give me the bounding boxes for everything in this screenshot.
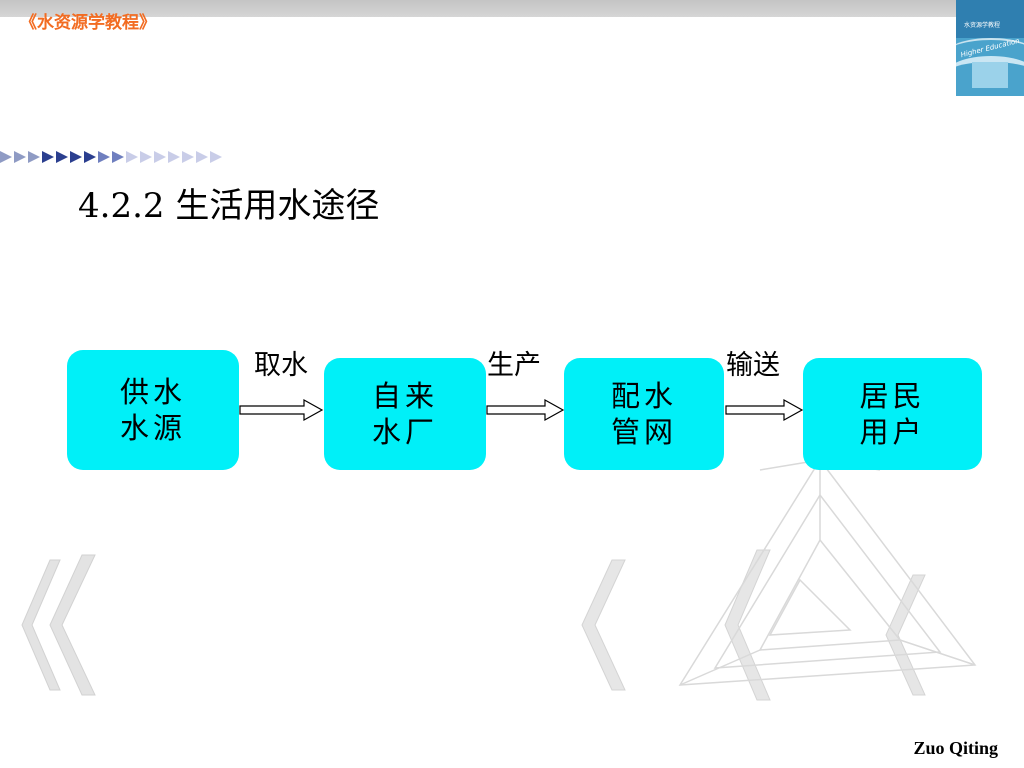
- chevron-icon: [70, 151, 82, 163]
- hollow-right-arrow-icon: [486, 398, 565, 422]
- chevron-icon: [126, 151, 138, 163]
- background-decoration: [21, 458, 977, 701]
- node-text-line1: 配水: [610, 379, 677, 413]
- chevron-icon: [140, 151, 152, 163]
- hollow-right-arrow-icon: [725, 398, 804, 422]
- author-footer: Zuo Qiting: [913, 738, 998, 758]
- book-cover-thumbnail: 水资源学教程 Higher Education: [956, 0, 1024, 96]
- node-text-line1: 自来: [371, 379, 438, 413]
- cover-title: 水资源学教程: [964, 22, 1001, 29]
- chevron-icon: [168, 151, 180, 163]
- chevron-icon: [98, 151, 110, 163]
- node-text-line1: 供水: [119, 375, 186, 409]
- hollow-right-arrow-icon: [239, 398, 324, 422]
- node-text-line2: 水厂: [371, 415, 438, 449]
- arrow-chevrons-icon: [0, 151, 222, 163]
- chevron-icon: [196, 151, 208, 163]
- chevron-icon: [28, 151, 40, 163]
- flow-node-distribution-network: 配水 管网: [564, 358, 724, 470]
- node-text-line1: 居民: [859, 379, 926, 413]
- chevron-icon: [154, 151, 166, 163]
- flow-node-waterworks: 自来 水厂: [324, 358, 486, 470]
- top-bar: [0, 0, 1024, 17]
- edge-label-intake: 取水: [254, 350, 308, 381]
- chevron-icon: [14, 151, 26, 163]
- flow-node-water-source: 供水 水源: [67, 350, 239, 470]
- chevron-icon: [210, 151, 222, 163]
- chevron-icon: [182, 151, 194, 163]
- chevron-icon: [56, 151, 68, 163]
- node-text-line2: 管网: [610, 415, 677, 449]
- chevron-icon: [0, 151, 12, 163]
- chevron-icon: [112, 151, 124, 163]
- node-text-line2: 水源: [119, 411, 186, 445]
- book-title: 《水资源学教程》: [20, 13, 156, 33]
- edge-label-production: 生产: [487, 350, 541, 381]
- chevron-icon: [42, 151, 54, 163]
- edge-label-transport: 输送: [726, 350, 780, 381]
- section-title: 4.2.2 生活用水途径: [78, 186, 380, 226]
- flow-node-residents: 居民 用户: [803, 358, 982, 470]
- node-text-line2: 用户: [859, 415, 926, 449]
- chevron-icon: [84, 151, 96, 163]
